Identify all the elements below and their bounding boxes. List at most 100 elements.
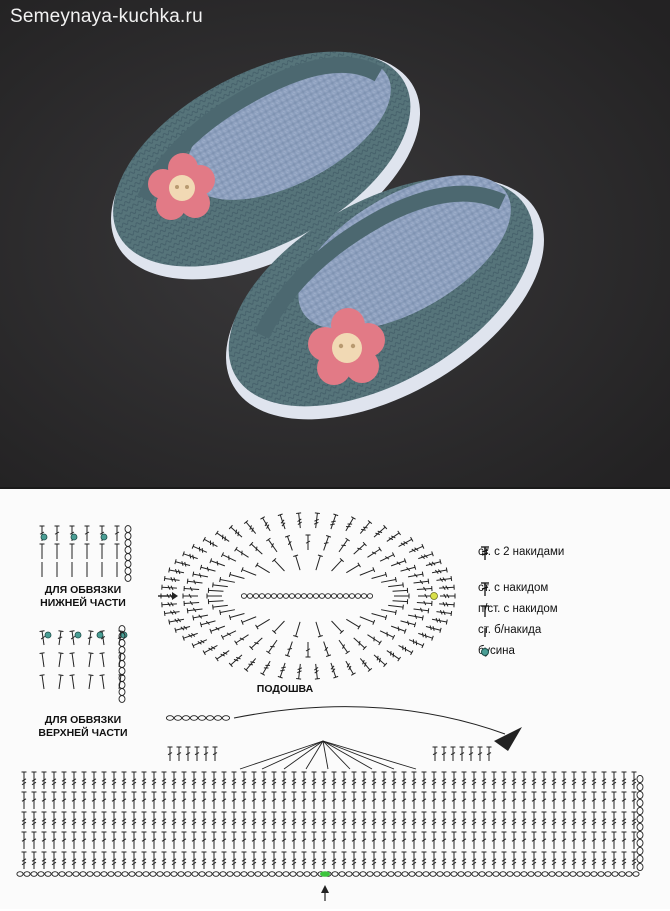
stitch-mark bbox=[562, 812, 567, 829]
stitch-mark bbox=[132, 772, 137, 789]
stitch-mark bbox=[200, 565, 216, 574]
chain-stitch bbox=[605, 872, 611, 877]
stitch-mark bbox=[241, 567, 257, 577]
stitch-mark bbox=[85, 544, 90, 559]
chain-stitch bbox=[143, 872, 149, 877]
stitch-mark bbox=[203, 643, 219, 655]
stitch-mark bbox=[417, 631, 433, 641]
stitch-mark bbox=[402, 812, 407, 829]
stitch-mark bbox=[142, 832, 147, 849]
stitch-mark bbox=[183, 594, 198, 599]
stitch-mark bbox=[542, 792, 547, 809]
fan-line bbox=[262, 741, 323, 769]
stitch-mark bbox=[100, 653, 107, 668]
stitch-mark bbox=[572, 852, 577, 869]
chain-stitch bbox=[66, 872, 72, 877]
stitch-mark bbox=[232, 792, 237, 809]
stitch-mark bbox=[522, 832, 527, 849]
chain-stitch bbox=[52, 872, 58, 877]
stitch-mark bbox=[100, 675, 107, 690]
stitch-mark bbox=[62, 812, 67, 829]
chain-stitch bbox=[343, 594, 348, 599]
stitch-mark bbox=[366, 547, 381, 559]
chain-stitch bbox=[80, 872, 86, 877]
stitch-mark bbox=[182, 832, 187, 849]
stitch-mark bbox=[344, 517, 356, 532]
half-treble-icon bbox=[478, 603, 492, 617]
stitch-mark bbox=[172, 852, 177, 869]
stitch-mark bbox=[242, 772, 247, 789]
stitch-mark bbox=[55, 544, 60, 559]
stitch-mark bbox=[612, 812, 617, 829]
stitch-mark bbox=[207, 594, 222, 599]
chain-stitch bbox=[166, 716, 173, 721]
chain-stitch bbox=[395, 872, 401, 877]
stitch-mark bbox=[162, 832, 167, 849]
stitch-mark bbox=[242, 852, 247, 869]
stitch-mark bbox=[102, 852, 107, 869]
stitch-mark bbox=[472, 772, 477, 789]
chain-stitch bbox=[119, 689, 125, 696]
chain-stitch bbox=[451, 872, 457, 877]
start-marker bbox=[320, 871, 330, 877]
stitch-mark bbox=[187, 579, 202, 586]
stitch-mark bbox=[390, 558, 406, 568]
chain-stitch bbox=[626, 872, 632, 877]
stitch-mark bbox=[182, 852, 187, 869]
stitch-mark bbox=[492, 812, 497, 829]
stitch-mark bbox=[388, 582, 403, 589]
stitch-mark bbox=[392, 812, 397, 829]
chain-stitch bbox=[307, 594, 312, 599]
stitch-mark bbox=[602, 852, 607, 869]
stitch-mark bbox=[115, 544, 120, 559]
stitch-mark bbox=[322, 772, 327, 789]
stitch-mark bbox=[70, 544, 75, 559]
stitch-mark bbox=[169, 568, 185, 576]
stitch-mark bbox=[452, 812, 457, 829]
stitch-mark bbox=[92, 792, 97, 809]
chain-stitch bbox=[174, 716, 181, 721]
chain-stitch bbox=[486, 872, 492, 877]
stitch-mark bbox=[70, 653, 77, 668]
stitch-mark bbox=[278, 662, 288, 678]
stitch-mark bbox=[622, 832, 627, 849]
chain-stitch bbox=[206, 716, 213, 721]
legend-item-half-treble: п/ст. с накидом bbox=[478, 603, 558, 615]
stitch-mark bbox=[235, 633, 250, 645]
chain-stitch bbox=[563, 872, 569, 877]
stitch-mark bbox=[82, 812, 87, 829]
stitch-mark bbox=[417, 586, 432, 592]
stitch-mark bbox=[460, 747, 465, 761]
stitch-mark bbox=[382, 832, 387, 849]
stitch-mark bbox=[492, 792, 497, 809]
stitch-mark bbox=[40, 544, 45, 559]
chain-stitch bbox=[247, 594, 252, 599]
stitch-mark bbox=[256, 617, 271, 629]
stitch-mark bbox=[432, 772, 437, 789]
chain-stitch bbox=[182, 716, 189, 721]
stitch-mark bbox=[152, 852, 157, 869]
stitch-mark bbox=[192, 792, 197, 809]
stitch-mark bbox=[193, 613, 209, 621]
stitch-mark bbox=[102, 832, 107, 849]
stitch-mark bbox=[142, 792, 147, 809]
stitch-mark bbox=[92, 832, 97, 849]
upper-edging-label: ДЛЯ ОБВЯЗКИ ВЕРХНЕЙ ЧАСТИ bbox=[28, 714, 138, 740]
stitch-mark bbox=[172, 832, 177, 849]
stitch-mark bbox=[72, 772, 77, 789]
chain-stitch bbox=[125, 547, 131, 554]
stitch-mark bbox=[182, 772, 187, 789]
stitch-mark bbox=[439, 585, 454, 591]
stitch-mark bbox=[260, 660, 272, 675]
stitch-mark bbox=[292, 812, 297, 829]
stitch-mark bbox=[192, 812, 197, 829]
chain-stitch bbox=[157, 872, 163, 877]
stitch-mark bbox=[400, 565, 416, 574]
stitch-mark bbox=[87, 653, 94, 668]
stitch-mark bbox=[213, 603, 228, 610]
stitch-mark bbox=[462, 852, 467, 869]
chain-stitch bbox=[381, 872, 387, 877]
stitch-mark bbox=[342, 812, 347, 829]
stitch-mark bbox=[222, 832, 227, 849]
stitch-mark bbox=[382, 792, 387, 809]
